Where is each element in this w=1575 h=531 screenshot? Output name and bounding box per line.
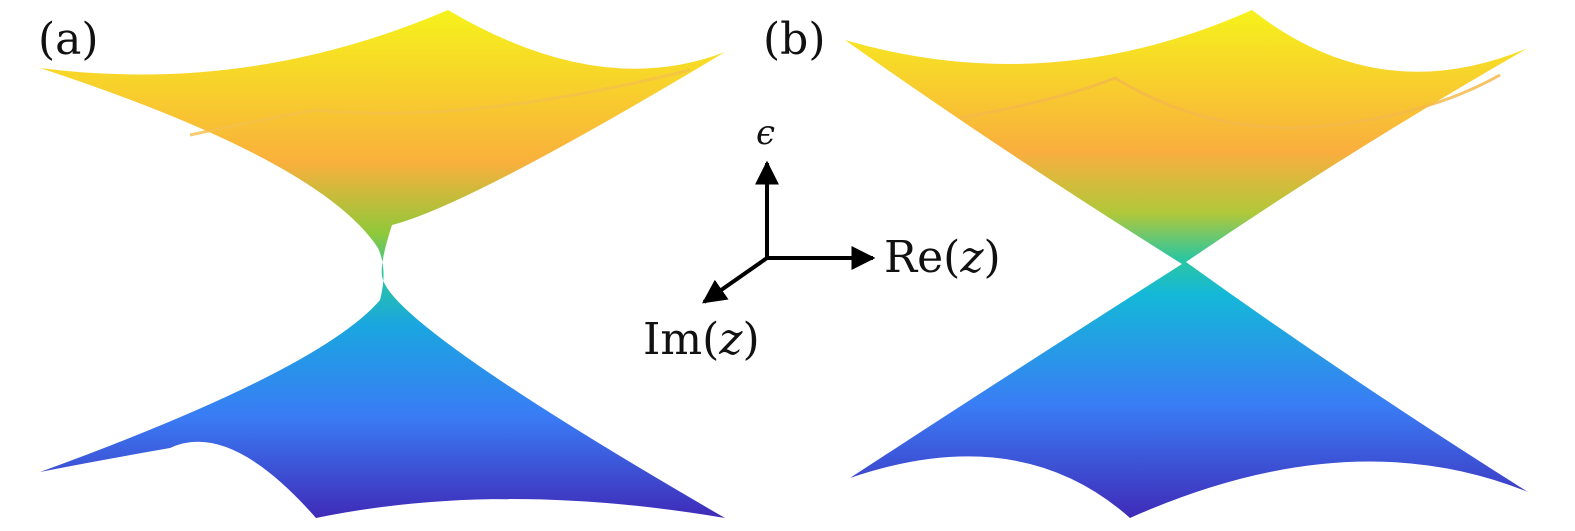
re-z-suffix: ) <box>983 232 1001 283</box>
panel-a-label: (a) <box>38 14 99 65</box>
im-z-prefix: Im( <box>643 314 720 365</box>
re-z-prefix: Re( <box>884 232 961 283</box>
panel-b-label: (b) <box>763 14 826 65</box>
re-z-axis-label: Re(z) <box>884 236 1001 280</box>
re-z-var: z <box>960 232 984 283</box>
im-z-var: z <box>719 314 743 365</box>
axis-triad <box>702 160 876 304</box>
panel-a-surface <box>40 10 725 518</box>
epsilon-axis-label: ϵ <box>756 113 776 153</box>
im-z-axis-label: Im(z) <box>643 318 760 362</box>
im-z-suffix: ) <box>742 314 760 365</box>
panel-b-surface <box>845 10 1528 518</box>
im-z-axis-arrow <box>702 256 769 304</box>
